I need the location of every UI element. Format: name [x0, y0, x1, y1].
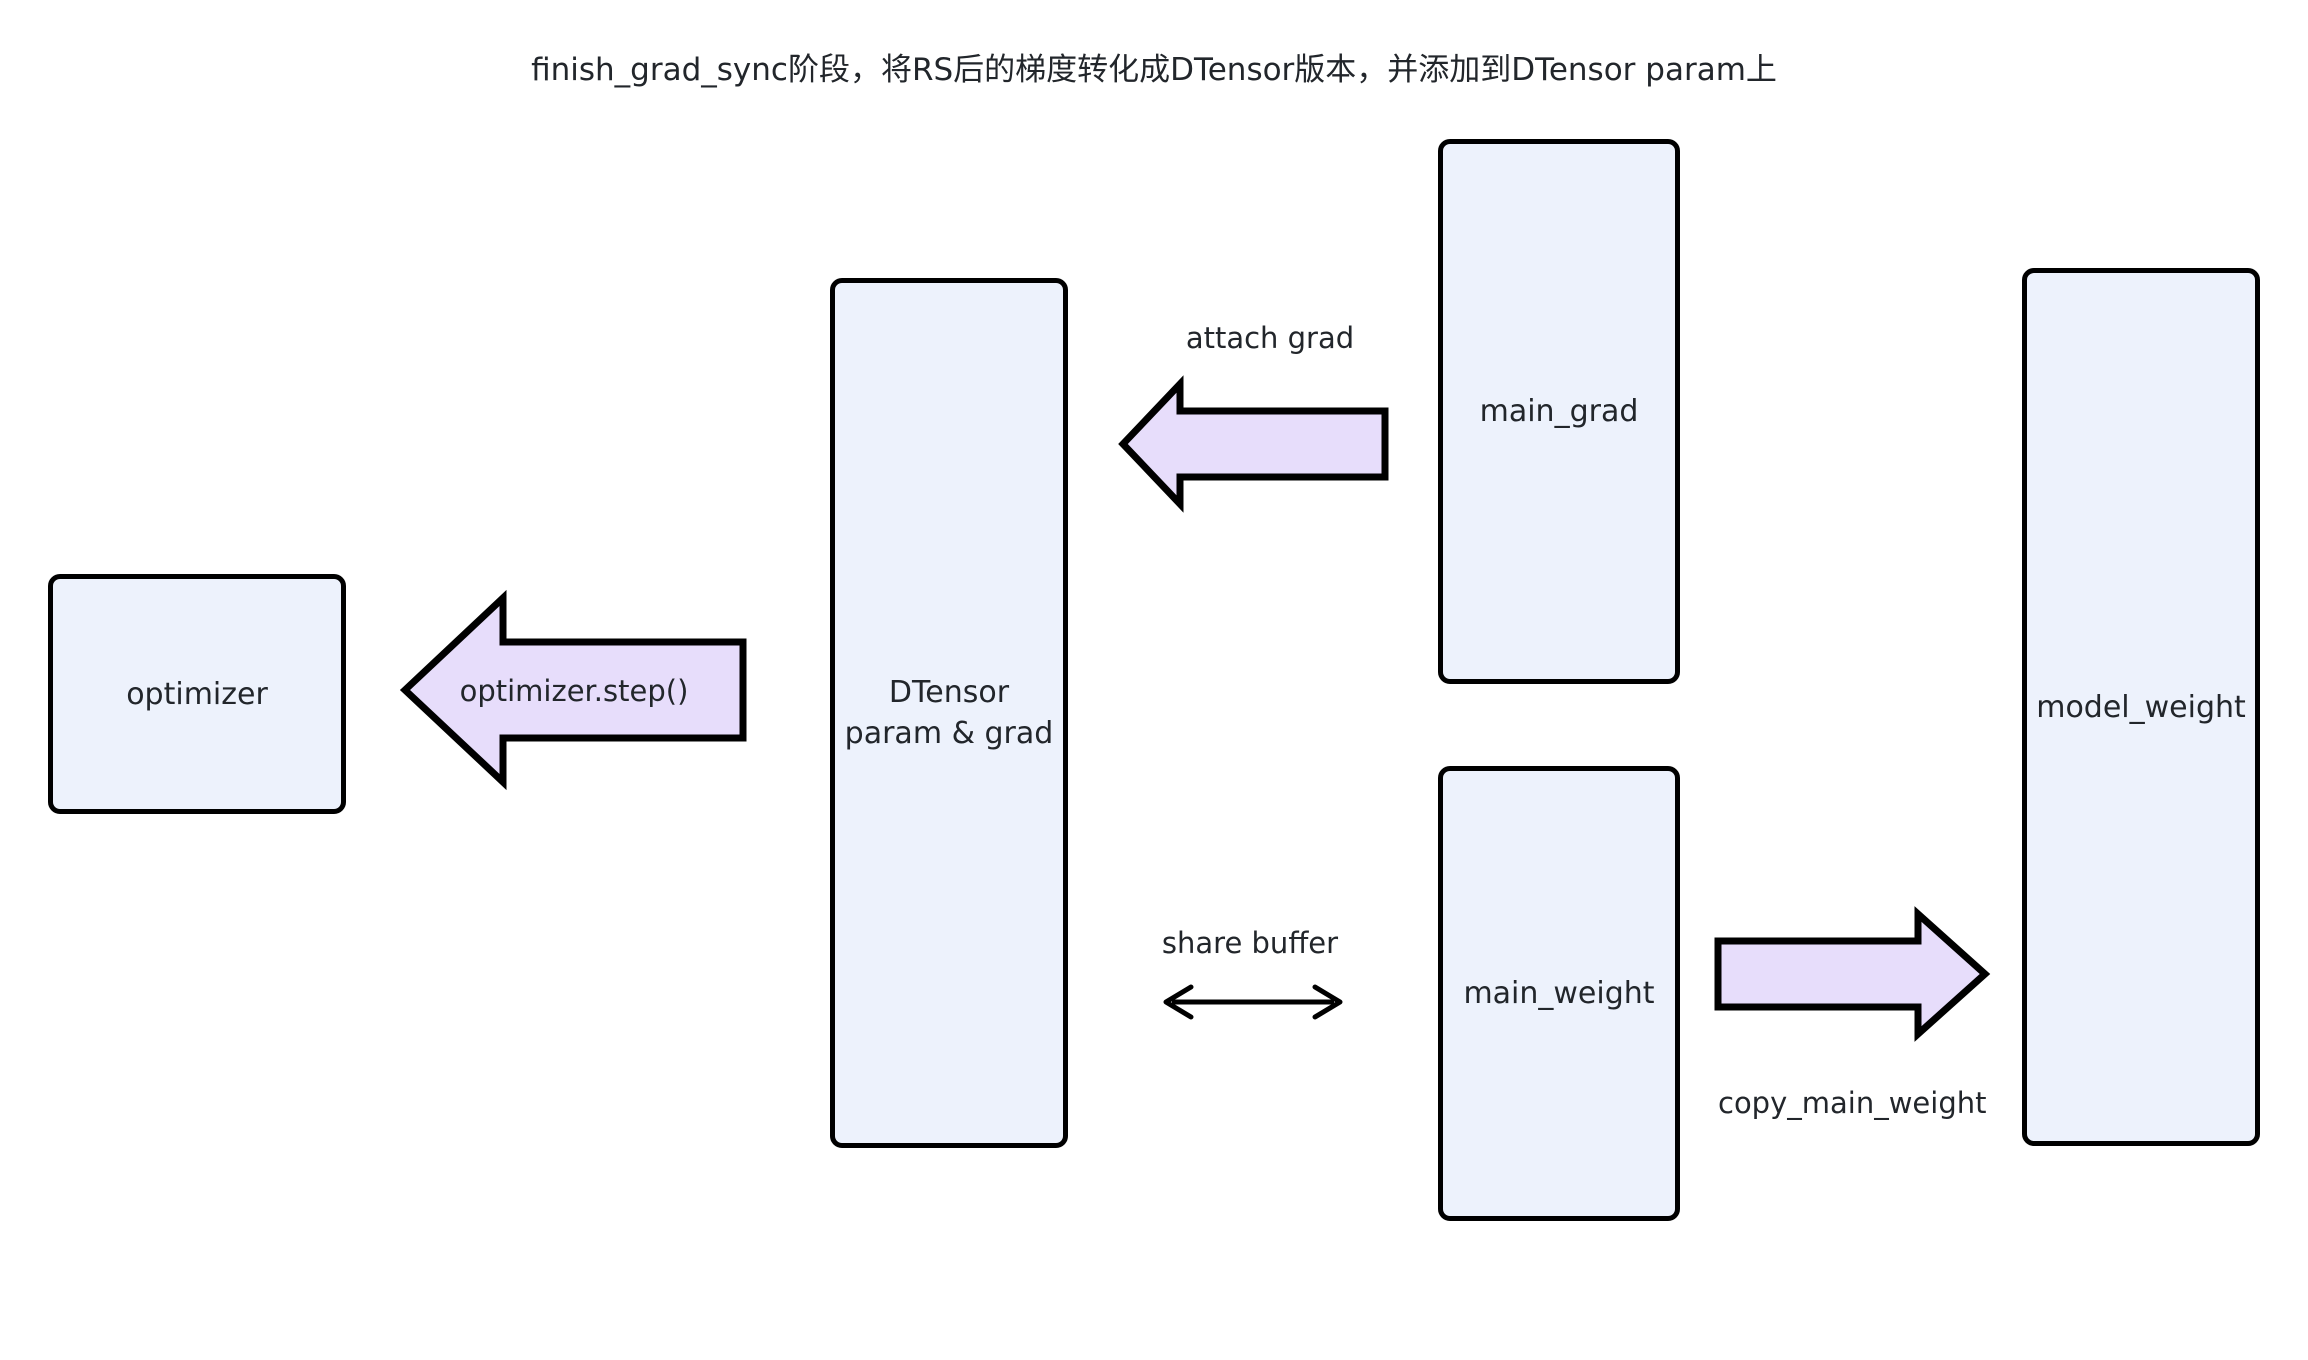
arrow-copy-main-weight: [1714, 906, 1991, 1042]
node-optimizer-label: optimizer: [126, 676, 268, 712]
arrow-copy-main-weight-label: copy_main_weight: [1718, 1086, 1987, 1120]
diagram-title: finish_grad_sync阶段，将RS后的梯度转化成DTensor版本，并…: [531, 52, 1777, 88]
node-model-weight[interactable]: model_weight: [2022, 268, 2260, 1146]
node-dtensor-param-grad-label: DTensor param & grad: [844, 675, 1054, 751]
arrow-optimizer-step: [399, 589, 748, 791]
arrow-share-buffer-label: share buffer: [1161, 926, 1339, 960]
arrow-attach-grad-label: attach grad: [1185, 321, 1355, 355]
node-optimizer[interactable]: optimizer: [48, 574, 346, 814]
arrow-optimizer-step-label: optimizer.step(): [459, 674, 689, 708]
arrow-share-buffer: [1158, 982, 1348, 1022]
node-main-weight-label: main_weight: [1463, 976, 1655, 1011]
arrow-attach-grad: [1118, 375, 1390, 513]
node-main-grad[interactable]: main_grad: [1438, 139, 1680, 684]
node-main-grad-label: main_grad: [1479, 394, 1639, 429]
node-main-weight[interactable]: main_weight: [1438, 766, 1680, 1221]
node-model-weight-label: model_weight: [2036, 689, 2246, 725]
node-dtensor-param-grad[interactable]: DTensor param & grad: [830, 278, 1068, 1148]
